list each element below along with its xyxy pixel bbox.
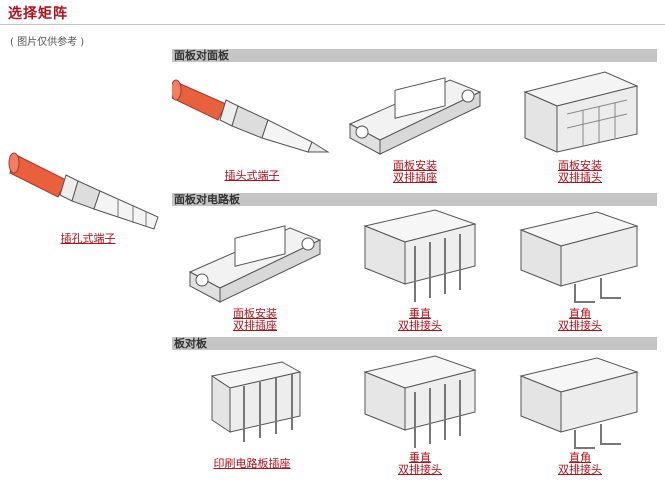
right-angle-header-2-image <box>519 357 639 449</box>
pcb-receptacle-link[interactable]: 印刷电路板插座 <box>213 457 291 470</box>
panel-receptacle-2-image <box>188 225 322 303</box>
section-bar-board-to-board: 板对板 <box>172 337 657 350</box>
right-angle-header-link[interactable]: 直角双排接头 <box>558 307 602 332</box>
vertical-header-2-link[interactable]: 垂直双排接头 <box>398 451 442 476</box>
female-terminal-image <box>8 152 159 230</box>
male-terminal-link[interactable]: 插头式端子 <box>224 169 280 182</box>
item-right-angle-header[interactable]: 直角双排接头 <box>505 206 655 332</box>
item-panel-receptacle[interactable]: 面板安装双排插座 <box>340 62 490 184</box>
item-pcb-receptacle[interactable]: 印刷电路板插座 <box>172 352 332 470</box>
item-vertical-header[interactable]: 垂直双排接头 <box>345 206 495 332</box>
pcb-receptacle-image <box>210 361 302 442</box>
section-bar-panel-to-board: 面板对电路板 <box>172 193 657 206</box>
right-angle-header-image <box>519 211 639 303</box>
panel-receptacle-image <box>348 77 482 155</box>
item-right-angle-header-2[interactable]: 直角双排接头 <box>505 352 655 476</box>
item-male-terminal[interactable]: 插头式端子 <box>172 62 332 182</box>
panel-plug-image <box>523 71 639 153</box>
item-panel-plug[interactable]: 面板安装双排插头 <box>505 62 655 184</box>
image-note: ( 图片仅供参考 ) <box>10 37 85 48</box>
item-female-terminal[interactable]: 插孔式端子 <box>8 125 168 245</box>
panel-receptacle-link[interactable]: 面板安装双排插座 <box>393 159 437 184</box>
panel-plug-link[interactable]: 面板安装双排插头 <box>558 159 602 184</box>
title-divider <box>0 24 665 25</box>
item-panel-receptacle-2[interactable]: 面板安装双排插座 <box>180 206 330 332</box>
right-angle-header-2-link[interactable]: 直角双排接头 <box>558 451 602 476</box>
panel-receptacle-2-link[interactable]: 面板安装双排插座 <box>233 307 277 332</box>
page-title: 选择矩阵 <box>8 6 68 22</box>
male-terminal-image <box>172 79 330 153</box>
vertical-header-2-image <box>363 355 477 448</box>
section-bar-panel-to-panel: 面板对面板 <box>172 49 657 62</box>
vertical-header-image <box>363 209 477 302</box>
vertical-header-link[interactable]: 垂直双排接头 <box>398 307 442 332</box>
female-terminal-link[interactable]: 插孔式端子 <box>60 232 116 245</box>
item-vertical-header-2[interactable]: 垂直双排接头 <box>345 352 495 476</box>
